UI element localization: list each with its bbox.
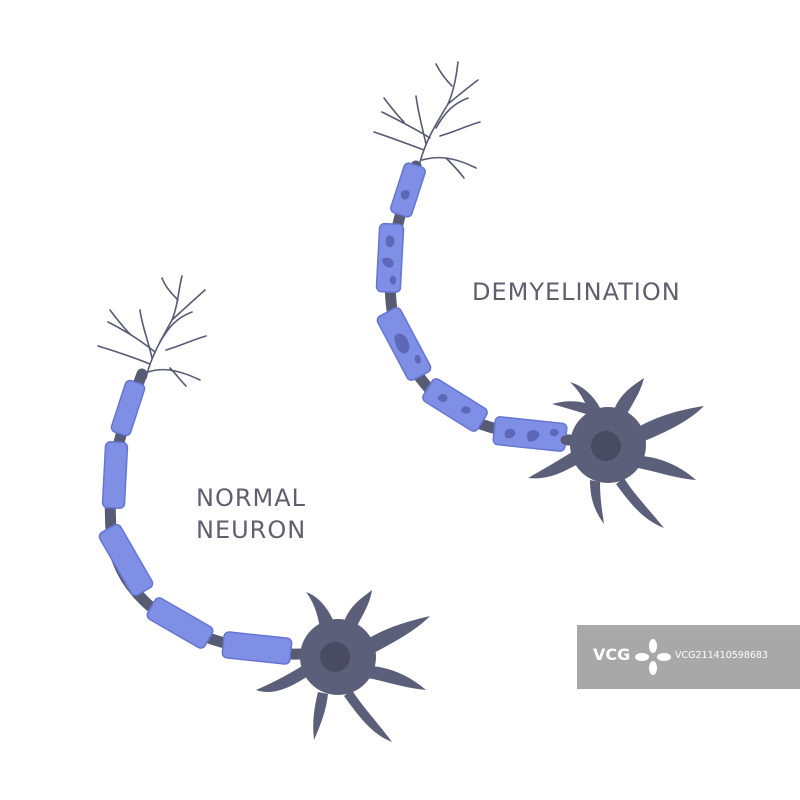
normal-neuron-label-line1: NORMAL	[196, 484, 307, 512]
normal-nucleus	[320, 642, 350, 672]
watermark-logo: VCG	[593, 645, 631, 664]
demyelination-label: DEMYELINATION	[472, 278, 681, 306]
normal-myelin-segment	[146, 597, 214, 649]
normal-neuron-label-line2: NEURON	[196, 516, 307, 544]
damaged-myelin-segment	[376, 307, 432, 381]
normal-myelin-segment	[101, 440, 129, 510]
damaged-myelin-segment	[492, 416, 568, 452]
demyelinated-terminal-dendrites	[373, 61, 481, 179]
damaged-myelin-segment	[422, 378, 488, 432]
demyelinated-cell-body	[528, 378, 704, 528]
normal-myelin-segment	[110, 379, 146, 437]
damaged-myelin-segment	[375, 222, 405, 294]
normal-neuron-label: NORMAL NEURON	[196, 482, 306, 546]
watermark: VCG VCG211410598683	[577, 625, 800, 689]
damaged-myelin-segment	[390, 162, 426, 218]
watermark-id: VCG211410598683	[675, 650, 769, 661]
demyelinated-neuron	[373, 61, 704, 528]
normal-myelin-segment	[221, 631, 293, 665]
normal-terminal-dendrites	[97, 275, 207, 387]
demyelinated-nucleus	[591, 431, 621, 461]
watermark-flower-icon	[635, 639, 671, 675]
normal-myelin-segment	[98, 523, 154, 597]
normal-cell-body	[256, 590, 430, 742]
normal-neuron	[97, 275, 430, 742]
